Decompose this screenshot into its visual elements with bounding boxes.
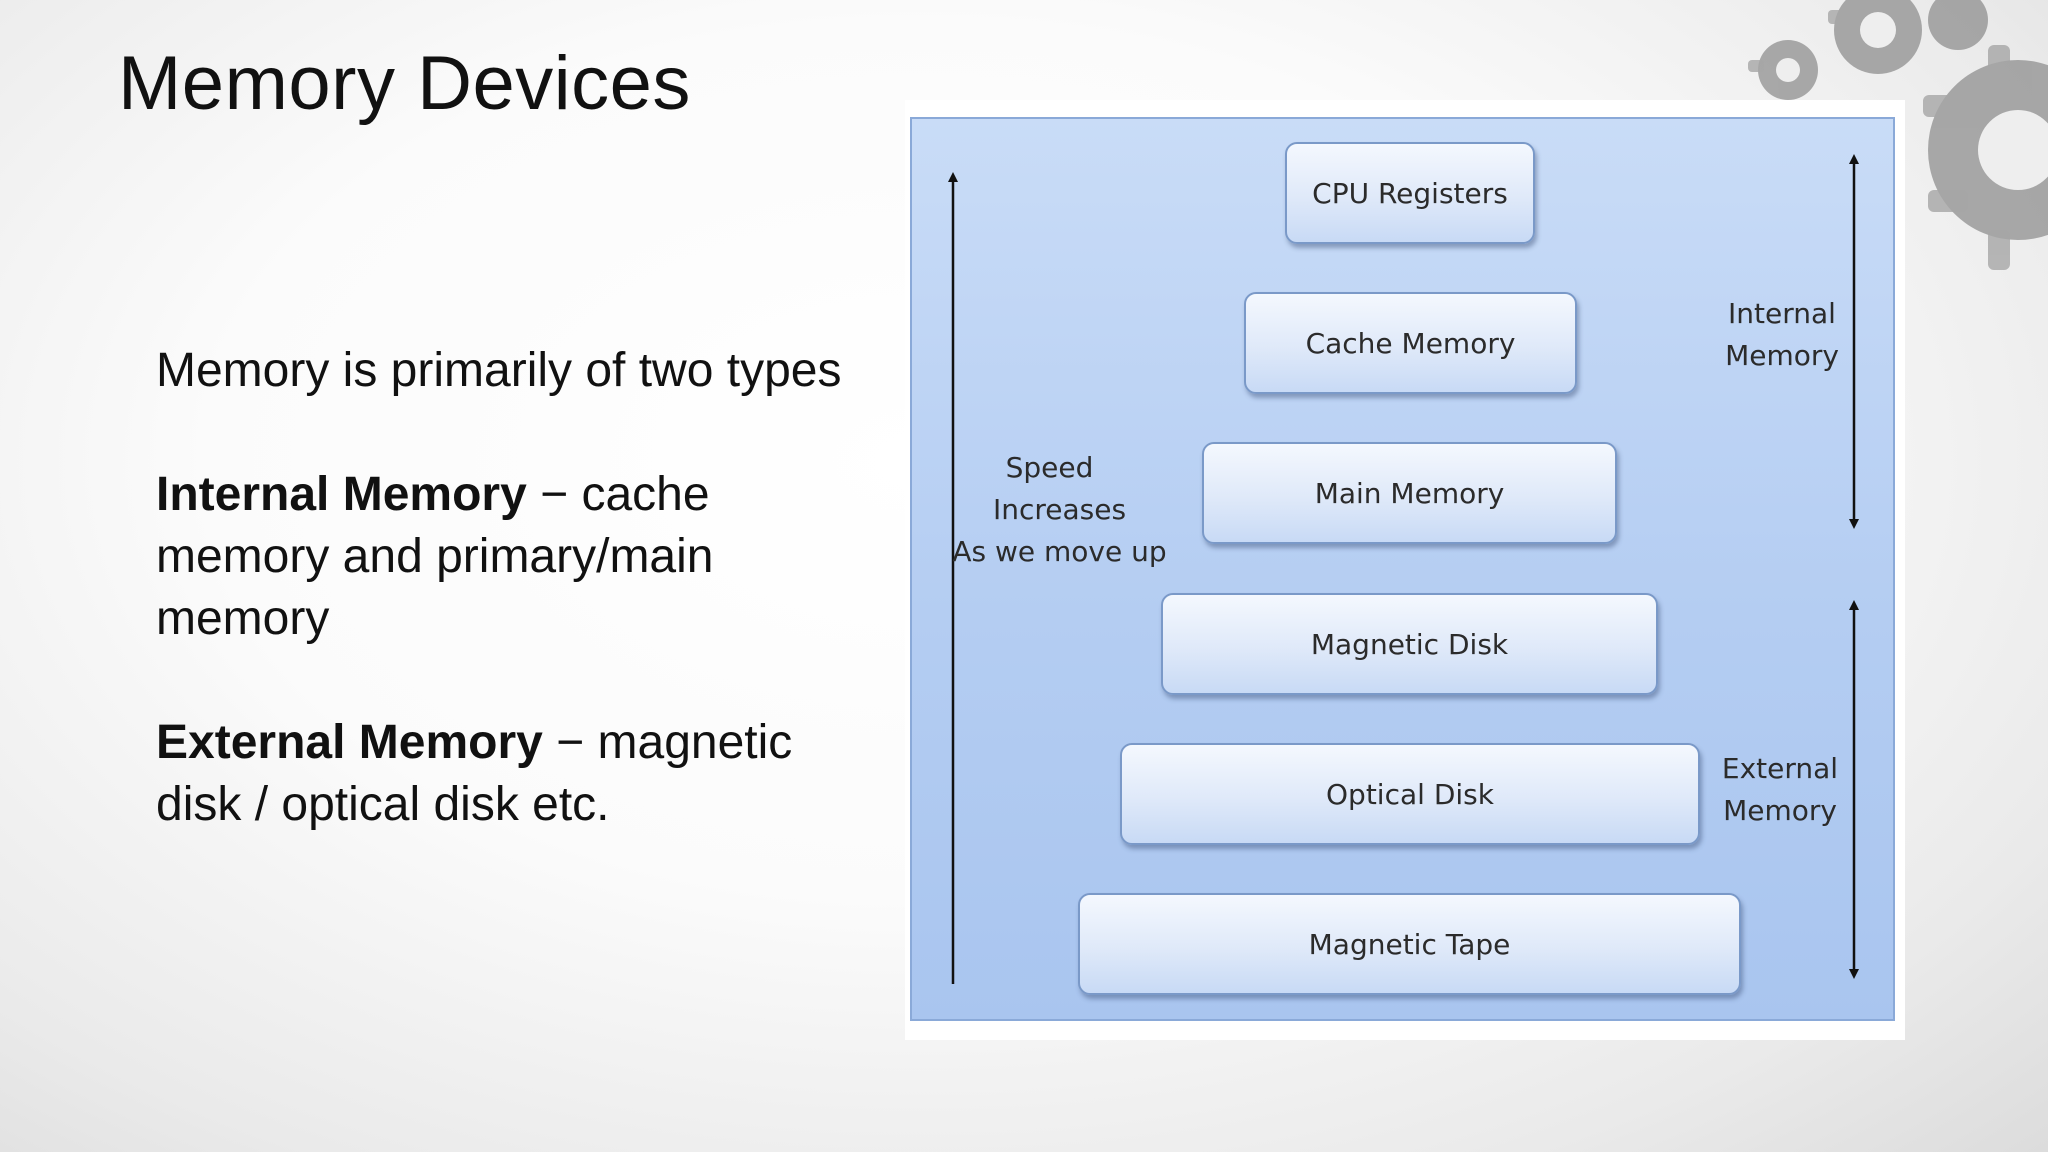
level-cache-memory: Cache Memory (1244, 292, 1577, 394)
external-label-line: Memory (1723, 794, 1837, 827)
level-magnetic-tape: Magnetic Tape (1078, 893, 1741, 995)
speed-label-line: As we move up (952, 535, 1167, 568)
level-main-memory: Main Memory (1202, 442, 1617, 544)
internal-memory-label: Internal Memory (1712, 293, 1852, 377)
speed-label-line: Increases (992, 493, 1127, 526)
external-label-line: External (1721, 752, 1839, 785)
internal-label-line: Internal (1728, 297, 1836, 330)
speed-label: Speed Increases As we move up (952, 447, 1167, 573)
slide-body: Memory is primarily of two types Interna… (156, 340, 856, 898)
diagram-arrows (948, 154, 1859, 984)
external-memory-term: External Memory (156, 716, 543, 769)
memory-hierarchy-diagram: CPU Registers Cache Memory Main Memory M… (910, 117, 1895, 1021)
level-optical-disk: Optical Disk (1120, 743, 1700, 845)
internal-memory-term: Internal Memory (156, 468, 527, 521)
external-memory-paragraph: External Memory − magnetic disk / optica… (156, 712, 856, 836)
intro-paragraph: Memory is primarily of two types (156, 344, 842, 397)
speed-label-line: Speed (1005, 451, 1094, 484)
level-magnetic-disk: Magnetic Disk (1161, 593, 1658, 695)
internal-label-line: Memory (1725, 339, 1839, 372)
gears-decoration (1748, 0, 2048, 270)
internal-memory-paragraph: Internal Memory − cache memory and prima… (156, 464, 856, 650)
external-memory-label: External Memory (1710, 748, 1850, 832)
slide-title: Memory Devices (118, 41, 691, 126)
external-memory-desc: − magnetic disk / optical disk etc. (156, 716, 793, 831)
level-cpu-registers: CPU Registers (1285, 142, 1535, 244)
internal-memory-desc: − cache memory and primary/main memory (156, 468, 714, 645)
